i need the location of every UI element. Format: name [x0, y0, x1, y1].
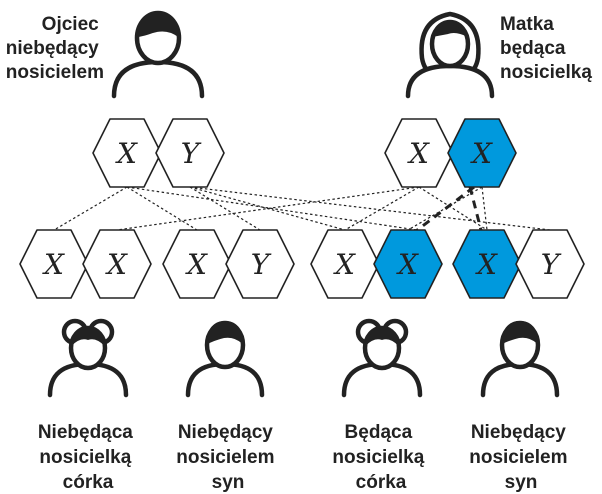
- hexagon: [515, 229, 585, 299]
- chromosome-symbol: Y: [251, 248, 272, 281]
- child-noncarrier-daughter: X X Niebędąca nosicielką córka: [19, 229, 152, 493]
- inheritance-line: [53, 186, 128, 231]
- chromosome-symbol: X: [105, 248, 128, 281]
- carrier-inheritance-line: [411, 185, 475, 236]
- chromosome-symbol: X: [396, 248, 419, 281]
- daughter2-x-chromosome: X: [310, 229, 380, 299]
- mother-carrier-x-chromosome: X: [447, 118, 517, 188]
- child-3-label: Będąca nosicielką córka: [332, 422, 429, 493]
- chromosome-symbol: X: [470, 137, 493, 170]
- chromosome-symbol: X: [185, 248, 208, 281]
- mother-label: Matka będąca nosicielką: [500, 14, 592, 83]
- inheritance-lines: [53, 185, 551, 236]
- son2-y-chromosome: Y: [515, 229, 585, 299]
- inheritance-line: [189, 186, 551, 231]
- carrier-hexagon: [447, 118, 517, 188]
- inheritance-line: [481, 186, 488, 231]
- inheritance-line: [189, 186, 261, 231]
- daughter2-carrier-x-chromosome: X: [373, 229, 443, 299]
- girl-person-icon: [47, 318, 129, 398]
- inheritance-line: [189, 186, 346, 231]
- son1-y-chromosome: Y: [225, 229, 295, 299]
- father-label: Ojciec niebędący nosicielem: [6, 14, 104, 83]
- child-1-label: Niebędąca nosicielką córka: [38, 422, 138, 493]
- chromosome-symbol: X: [115, 137, 138, 170]
- chromosome-symbol: X: [407, 137, 430, 170]
- boy-person-icon: [480, 320, 560, 398]
- inheritance-line: [418, 186, 488, 231]
- daughter1-x-chromosome-1: X: [19, 229, 89, 299]
- male-person-icon: [111, 10, 205, 99]
- daughter1-x-chromosome-2: X: [82, 229, 152, 299]
- inheritance-line: [116, 186, 420, 231]
- child-carrier-daughter: X X Będąca nosicielką córka: [310, 229, 443, 493]
- son1-x-chromosome: X: [162, 229, 232, 299]
- chromosome-symbol: X: [475, 248, 498, 281]
- inheritance-line: [126, 186, 418, 231]
- carrier-hexagon: [373, 229, 443, 299]
- chromosome-symbol: X: [333, 248, 356, 281]
- father-x-chromosome: X: [92, 118, 162, 188]
- chromosome-symbol: X: [42, 248, 65, 281]
- father: Ojciec niebędący nosicielem X Y: [6, 10, 225, 188]
- child-2-label: Niebędący nosicielem syn: [176, 422, 280, 493]
- son2-carrier-x-chromosome: X: [452, 229, 522, 299]
- boy-person-icon: [185, 320, 265, 398]
- hexagon: [82, 229, 152, 299]
- mother: Matka będąca nosicielką X X: [384, 11, 592, 188]
- mother-x-chromosome: X: [384, 118, 454, 188]
- inheritance-line: [126, 186, 198, 231]
- child-noncarrier-son-1: X Y Niebędący nosicielem syn: [162, 229, 295, 493]
- child-4-label: Niebędący nosicielem syn: [469, 422, 573, 493]
- father-y-chromosome: Y: [155, 118, 225, 188]
- chromosome-symbol: Y: [541, 248, 562, 281]
- hexagon: [225, 229, 295, 299]
- female-person-icon: [405, 11, 495, 99]
- chromosome-symbol: Y: [181, 137, 202, 170]
- child-noncarrier-son-2: X Y Niebędący nosicielem syn: [452, 229, 585, 493]
- inheritance-line: [344, 186, 420, 231]
- hexagon: [155, 118, 225, 188]
- carrier-inheritance-line: [468, 186, 484, 235]
- girl-person-icon: [341, 318, 423, 398]
- inheritance-line: [407, 186, 483, 231]
